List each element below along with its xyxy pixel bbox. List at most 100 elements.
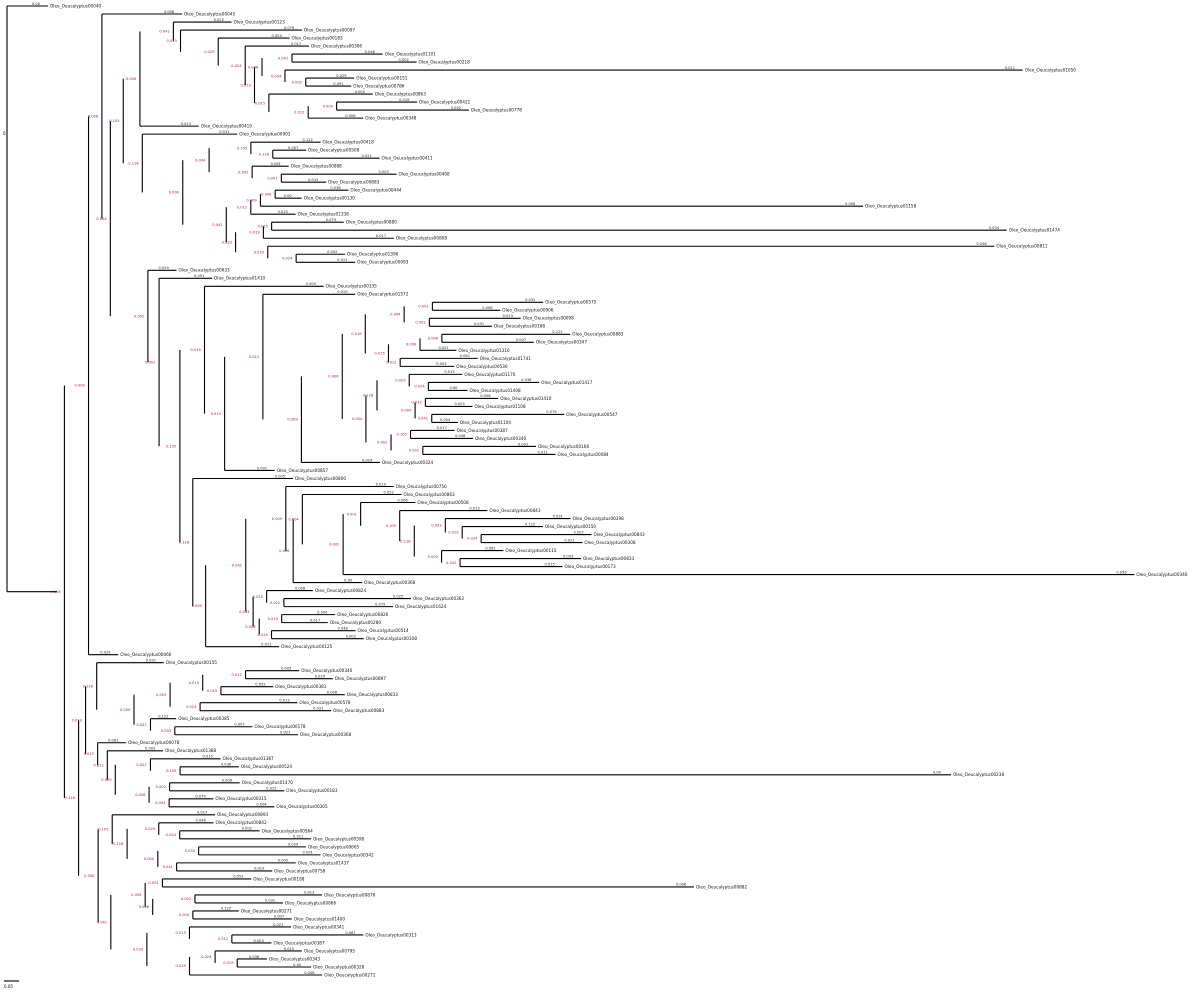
branch-length-label: 0.008 [845,202,856,206]
leaf-name: Oleo_Oeucalyptus00508 [308,148,360,153]
leaf-name: Oleo_Oeucalyptus00444 [350,188,402,193]
branch-length-label: 0.021 [438,346,448,350]
branch-length-label: 0.036 [330,186,341,190]
support-value: 0.004 [96,217,107,221]
support-value: 0.002 [415,321,425,325]
branch-length-label: 0.029 [362,458,373,462]
branch-length-label: 0.048 [365,50,376,54]
support-value: 0.019 [351,332,362,336]
support-value: 0.012 [270,601,280,605]
branch-length-label: 0.013 [279,699,289,703]
branch-length-label: 0.031 [219,130,229,134]
branch-length-label: 0.079 [284,26,295,30]
leaf-name: Oleo_Oeucalyptus00078 [128,740,180,745]
branch-length-label: 0.013 [503,314,513,318]
support-value: 0.024 [282,256,293,260]
leaf-name: Oleo_Oeucalyptus00123 [234,19,286,24]
support-value: 0.033 [239,610,249,614]
support-value: 0.000 [192,604,203,608]
support-value: 0.105 [166,769,176,773]
branch-length-label: 0.122 [525,522,535,526]
leaf-name: Oleo_Oeucalyptus00040 [50,3,102,8]
branch-length-label: 0.008 [164,10,175,14]
branch-length-label: 0.061 [485,546,495,550]
support-value: 0.006 [139,905,150,909]
branch-length-label: 0.019 [399,98,410,102]
leaf-name: Oleo_Oeucalyptus00842 [215,820,267,825]
branch-length-label: 0.004 [317,610,328,614]
support-value: 0.012 [218,937,228,941]
leaf-name: Oleo_Oeucalyptus01470 [242,780,294,785]
leaf-name: Oleo_Oeucalyptus01158 [865,204,917,209]
leaf-name: Oleo_Oeucalyptus01410 [214,276,266,281]
branch-length-label: 0.029 [288,843,299,847]
support-value: 0.041 [212,223,222,227]
support-value: 0.012 [294,110,304,114]
leaf-name: Oleo_Oeucalyptus00168 [494,324,546,329]
support-value: 0.105 [98,828,108,832]
leaf-name: Oleo_Oeucalyptus01572 [357,292,409,297]
leaf-name: Oleo_Oeucalyptus00341 [293,924,345,929]
support-value: 0.015 [175,931,185,935]
branch-length-label: 0.011 [538,450,548,454]
branch-length-label: 0.005 [306,282,316,286]
leaf-name: Oleo_Oeucalyptus00833 [583,556,635,561]
branch-length-label: 0.122 [552,330,562,334]
support-value: 0.024 [201,955,212,959]
leaf-name: Oleo_Oeucalyptus00897 [335,676,387,681]
support-value: 0.015 [207,689,217,693]
support-value: 0.000 [428,555,439,559]
branch-length-label: 0.002 [242,827,252,831]
support-value: 0.024 [258,633,269,637]
support-value: 0.004 [271,74,282,78]
leaf-name: Oleo_Oeucalyptus00665 [308,844,360,849]
leaf-name: Oleo_Oeucalyptus00368 [364,580,416,585]
leaf-name: Oleo_Oeucalyptus00183 [286,788,338,793]
leaf-name: Oleo_Oeucalyptus00098 [523,316,575,321]
support-value: 0.000 [126,77,137,81]
branch-length-label: 0.006 [482,306,493,310]
support-value: 0.015 [253,595,263,599]
branch-length-label: 0.079 [546,410,557,414]
leaf-name: Oleo_Oeucalyptus00795 [304,948,356,953]
leaf-name: Oleo_Oeucalyptus00385 [178,716,230,721]
support-value: 0.019 [249,230,260,234]
support-value: 0.001 [267,176,277,180]
support-value: 0.012 [386,361,396,365]
branch-length-label: 0.017 [291,42,301,46]
leaf-name: Oleo_Oeucalyptus00880 [346,220,398,225]
branch-length-label: 0.003 [145,747,155,751]
support-value: 0.118 [128,161,139,165]
branch-length-label: 0.025 [266,787,276,791]
branch-length-label: 0.006 [397,498,408,502]
leaf-name: Oleo_Oeucalyptus00347 [536,340,588,345]
support-value: 0.015 [374,352,384,356]
leaf-name: Oleo_Oeucalyptus00097 [304,27,356,32]
branch-length-label: 0.00 [293,963,302,967]
leaf-name: Oleo_Oeucalyptus00883 [328,180,380,185]
leaf-name: Oleo_Oeucalyptus00093 [357,260,409,265]
leaf-name: Oleo_Oeucalyptus00758 [274,868,326,873]
branch-length-label: 0.029 [159,266,170,270]
leaf-name: Oleo_Oeucalyptus00536 [456,364,508,369]
support-value: 0.019 [191,348,202,352]
branch-length-label: 0.007 [274,915,284,919]
leaf-name: Oleo_Oeucalyptus01176 [464,372,516,377]
leaf-name: Oleo_Oeucalyptus00857 [277,468,329,473]
leaf-name: Oleo_Oeucalyptus00188 [253,876,305,881]
leaf-name: Oleo_Oeucalyptus00903 [239,132,291,137]
leaf-name: Oleo_Oeucalyptus00811 [996,244,1048,249]
scale-bar: 0.05 [4,980,19,989]
leaf-name: Oleo_Oeucalyptus01474 [1009,228,1061,233]
branch-length-label: 0.091 [303,851,313,855]
leaf-name: Oleo_Oeucalyptus00876 [324,892,376,897]
branch-length-label: 0.061 [271,162,281,166]
support-value: 0.024 [166,833,177,837]
leaf-name: Oleo_Oeucalyptus00863 [403,492,455,497]
branch-length-label: 0.019 [376,482,387,486]
support-value: 0.029 [156,693,167,697]
support-value: 0.012 [93,763,103,767]
support-value: 0.009 [287,418,298,422]
node-labels: 0.00 0.008 0.025 0.079 0.004 0.017 0.048 0.002 0… [32,2,1127,975]
support-value: 0.009 [272,517,283,521]
